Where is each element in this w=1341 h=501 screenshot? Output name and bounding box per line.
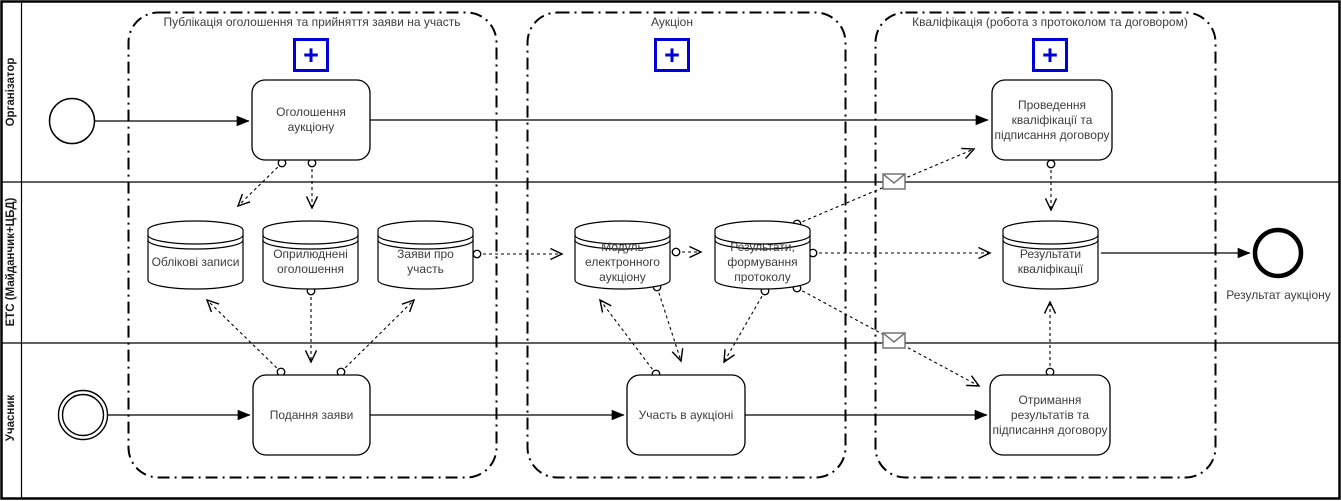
end-event-auction-result[interactable] bbox=[1252, 227, 1304, 279]
datastore-label: Результати кваліфікації bbox=[1017, 247, 1084, 276]
lane-label-organizer: Організатор bbox=[5, 57, 17, 127]
task-auction-announcement[interactable] bbox=[251, 79, 371, 161]
group-auction-frame[interactable] bbox=[526, 11, 847, 479]
start-event-participant[interactable] bbox=[57, 389, 109, 441]
task-label: Подання заяви bbox=[269, 407, 354, 422]
datastore-label: Результати, формування протоколу bbox=[727, 239, 798, 284]
subprocess-expand-icon[interactable]: + bbox=[1032, 38, 1068, 72]
task-label: Оголошення аукціону bbox=[276, 105, 346, 134]
datastore-eauction-module[interactable] bbox=[574, 220, 671, 290]
datastore-participation-applications[interactable] bbox=[377, 220, 474, 290]
task-label: Отримання результатів та підписання дого… bbox=[992, 392, 1108, 437]
group-title-qualification: Кваліфікація (робота з протоколом та дог… bbox=[912, 15, 1188, 29]
task-label: Проведення кваліфікації та підписання до… bbox=[994, 97, 1110, 142]
task-participate-auction[interactable] bbox=[626, 374, 746, 456]
datastore-accounts[interactable] bbox=[147, 220, 244, 290]
task-submit-application[interactable] bbox=[252, 374, 371, 456]
group-title-publication: Публікація оголошення та прийняття заяви… bbox=[163, 15, 461, 29]
task-qualification-contract[interactable] bbox=[991, 79, 1113, 161]
task-receive-results[interactable] bbox=[989, 374, 1111, 456]
datastore-label: Облікові записи bbox=[151, 254, 240, 269]
datastore-label: Заяви про участь bbox=[397, 247, 454, 276]
datastore-published-announcements[interactable] bbox=[262, 220, 359, 290]
group-title-auction: Аукціон bbox=[651, 15, 693, 29]
group-qualification-frame[interactable] bbox=[874, 11, 1217, 479]
message-envelope-icon bbox=[882, 173, 906, 190]
group-publication-frame[interactable] bbox=[127, 11, 498, 479]
subprocess-expand-icon[interactable]: + bbox=[654, 38, 690, 72]
datastore-label: Оприлюднені оголошення bbox=[273, 247, 348, 276]
plus-glyph: + bbox=[1042, 39, 1058, 70]
lane-label-participant: Учасник bbox=[5, 394, 17, 442]
subprocess-expand-icon[interactable]: + bbox=[293, 38, 329, 72]
lane-label-ets: ЕТС (Майданчик+ЦБД) bbox=[5, 197, 17, 327]
datastore-qualification-results[interactable] bbox=[1002, 220, 1099, 290]
datastore-label: Модуль електронного аукціону bbox=[585, 239, 660, 284]
end-event-label: Результат аукціону bbox=[1226, 288, 1331, 302]
sequence-flows bbox=[94, 114, 1251, 421]
datastore-results-protocol[interactable] bbox=[714, 220, 811, 290]
plus-glyph: + bbox=[303, 39, 319, 70]
message-envelope-icon bbox=[882, 332, 906, 349]
plus-glyph: + bbox=[664, 39, 680, 70]
start-event-organizer[interactable] bbox=[48, 97, 96, 145]
task-label: Участь в аукціоні bbox=[638, 407, 734, 422]
